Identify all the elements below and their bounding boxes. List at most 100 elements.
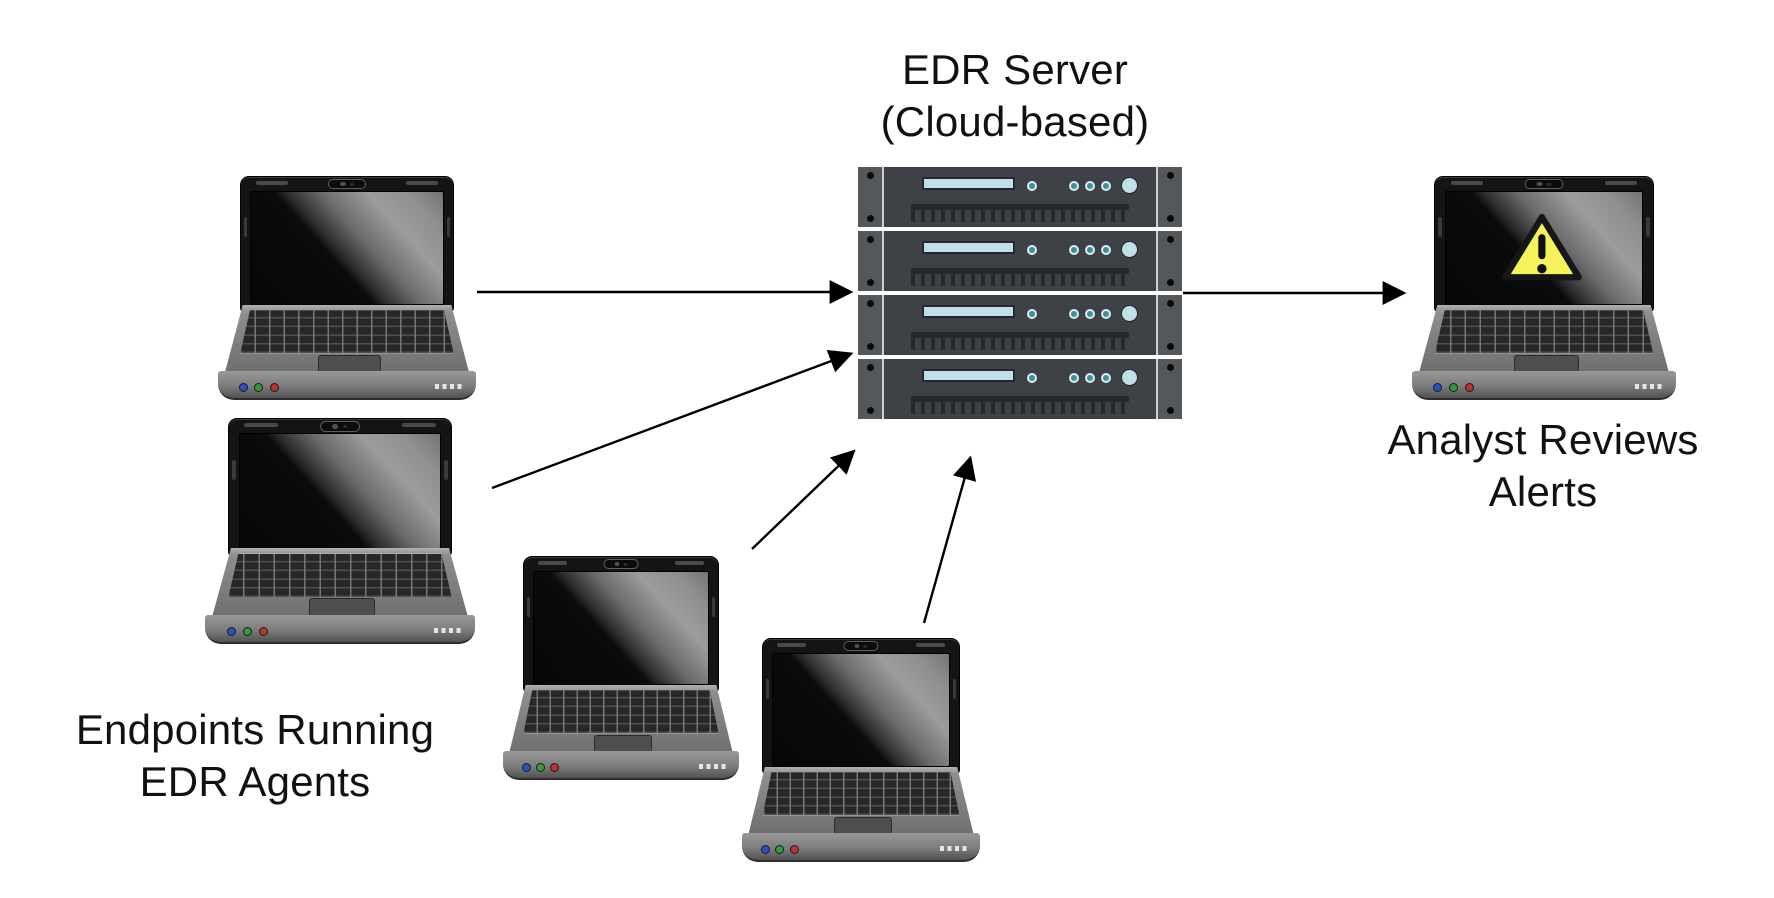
laptop-illustration bbox=[742, 638, 980, 862]
led-indicator-blue bbox=[226, 626, 236, 636]
server-label: EDR Server (Cloud-based) bbox=[800, 44, 1230, 148]
status-led-icon bbox=[1101, 244, 1112, 255]
port-dots bbox=[940, 845, 969, 851]
led-indicator-red bbox=[259, 626, 268, 636]
laptop-keyboard bbox=[240, 310, 454, 354]
led-cluster bbox=[1069, 305, 1139, 323]
laptop-screen bbox=[1434, 176, 1654, 313]
server-unit bbox=[858, 231, 1182, 291]
server-faceplate bbox=[884, 231, 1156, 291]
server-drive-bay bbox=[922, 305, 1015, 318]
server-drive-bay bbox=[922, 177, 1015, 190]
arrow-endpoint2-to-server bbox=[491, 349, 854, 490]
rack-ear-left bbox=[858, 231, 884, 291]
webcam-icon bbox=[603, 559, 639, 570]
webcam-icon bbox=[320, 421, 360, 432]
power-button-icon bbox=[1121, 369, 1139, 387]
led-indicator-green bbox=[775, 845, 785, 855]
bezel-side-slit bbox=[526, 597, 530, 618]
endpoint-laptop-3 bbox=[503, 556, 739, 780]
led-indicator-red bbox=[1464, 383, 1474, 393]
analyst-laptop bbox=[1412, 176, 1676, 400]
analyst-label-line2: Alerts bbox=[1488, 468, 1598, 515]
led-indicator-blue bbox=[238, 383, 248, 393]
laptop-keyboard bbox=[762, 772, 960, 816]
laptop-display bbox=[772, 653, 950, 768]
bezel-speaker-slit bbox=[915, 643, 946, 647]
power-button-icon bbox=[1121, 241, 1139, 259]
webcam-icon bbox=[1524, 179, 1564, 190]
arrow-endpoint4-to-server bbox=[922, 455, 977, 624]
rack-ear-right bbox=[1156, 231, 1182, 291]
bezel-side-slit bbox=[444, 459, 448, 480]
server-faceplate bbox=[884, 359, 1156, 419]
led-indicator-blue bbox=[1433, 383, 1443, 393]
vent-grille-icon bbox=[911, 267, 1129, 286]
power-button-icon bbox=[1121, 305, 1139, 323]
port-dots bbox=[435, 383, 464, 389]
bezel-speaker-slit bbox=[255, 181, 288, 185]
laptop-front-edge bbox=[1412, 370, 1676, 400]
status-led-icon bbox=[1101, 308, 1112, 319]
server-unit bbox=[858, 167, 1182, 227]
endpoints-label-line2: EDR Agents bbox=[139, 758, 371, 805]
laptop-illustration bbox=[218, 176, 476, 400]
analyst-label-line1: Analyst Reviews bbox=[1387, 416, 1699, 463]
bezel-speaker-slit bbox=[675, 561, 705, 565]
led-indicator-red bbox=[789, 845, 799, 855]
server-label-line1: EDR Server bbox=[901, 46, 1129, 93]
laptop-illustration bbox=[1412, 176, 1676, 400]
laptop-illustration bbox=[503, 556, 739, 780]
bezel-side-slit bbox=[1438, 217, 1442, 238]
laptop-illustration bbox=[205, 418, 475, 644]
vent-grille-icon bbox=[911, 395, 1129, 414]
bezel-side-slit bbox=[243, 217, 248, 238]
status-led-icon bbox=[1026, 180, 1037, 191]
bezel-speaker-slit bbox=[1450, 181, 1484, 185]
laptop-keyboard-deck bbox=[211, 547, 469, 618]
endpoints-label: Endpoints Running EDR Agents bbox=[35, 704, 475, 808]
laptop-front-edge bbox=[503, 750, 739, 780]
power-button-icon bbox=[1121, 177, 1139, 195]
endpoint-laptop-4 bbox=[742, 638, 980, 862]
laptop-keyboard-deck bbox=[508, 684, 734, 755]
bezel-speaker-slit bbox=[406, 181, 439, 185]
status-led-icon bbox=[1069, 244, 1080, 255]
status-led-icon bbox=[1085, 180, 1096, 191]
webcam-icon bbox=[327, 179, 367, 190]
status-led-icon bbox=[1069, 180, 1080, 191]
bezel-side-slit bbox=[712, 597, 716, 618]
warning-triangle-icon bbox=[1502, 213, 1582, 281]
bezel-side-slit bbox=[765, 679, 770, 700]
led-cluster bbox=[1069, 369, 1139, 387]
laptop-keyboard-deck bbox=[224, 304, 470, 375]
laptop-screen bbox=[523, 556, 719, 693]
rack-ear-right bbox=[1156, 295, 1182, 355]
status-led-icon bbox=[1026, 372, 1037, 383]
bezel-side-slit bbox=[446, 217, 451, 238]
server-drive-bay bbox=[922, 241, 1015, 254]
bezel-speaker-slit bbox=[1604, 181, 1638, 185]
rack-ear-right bbox=[1156, 167, 1182, 227]
led-indicator-red bbox=[269, 383, 279, 393]
screen-overlay bbox=[240, 434, 440, 547]
server-drive-bay bbox=[922, 369, 1015, 382]
webcam-icon bbox=[843, 641, 879, 652]
led-indicator-red bbox=[550, 763, 560, 773]
bezel-side-slit bbox=[232, 459, 236, 480]
status-led-icon bbox=[1085, 372, 1096, 383]
bezel-side-slit bbox=[1646, 217, 1650, 238]
led-indicator-blue bbox=[761, 845, 771, 855]
edr-server-rack bbox=[858, 167, 1182, 419]
laptop-keyboard bbox=[228, 553, 452, 597]
laptop-front-edge bbox=[205, 614, 475, 644]
status-led-icon bbox=[1026, 244, 1037, 255]
vent-grille-icon bbox=[911, 331, 1129, 350]
bezel-speaker-slit bbox=[244, 423, 278, 427]
rack-ear-left bbox=[858, 295, 884, 355]
laptop-display bbox=[1445, 191, 1643, 306]
laptop-keyboard-deck bbox=[1418, 304, 1670, 375]
rack-ear-left bbox=[858, 359, 884, 419]
led-cluster bbox=[1069, 177, 1139, 195]
